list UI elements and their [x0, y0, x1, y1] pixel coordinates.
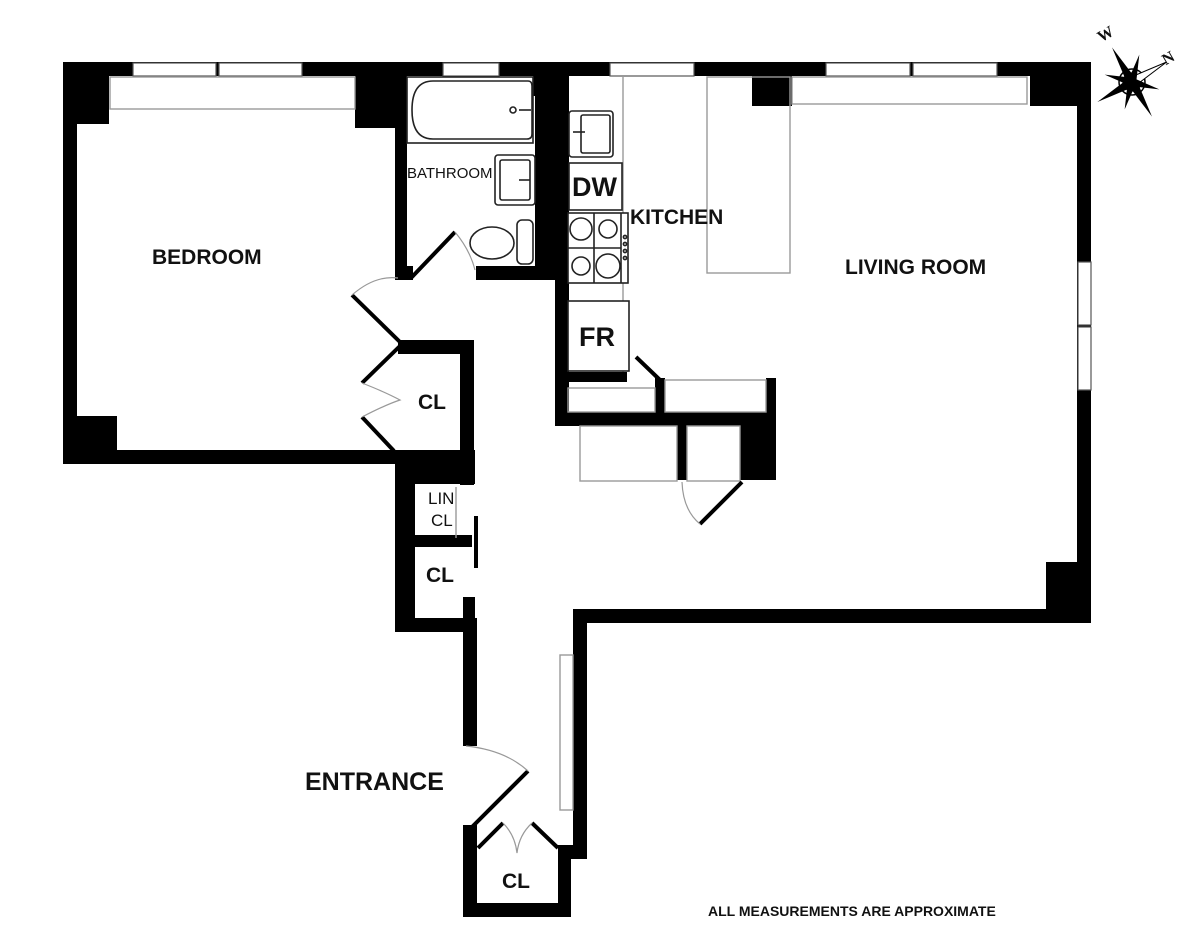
fridge — [567, 300, 630, 372]
room-label-bedroom-closet: CL — [418, 391, 446, 414]
dishwasher — [568, 162, 623, 211]
exterior-walls — [63, 62, 1091, 917]
measurements-note: ALL MEASUREMENTS ARE APPROXIMATE — [708, 903, 996, 919]
room-label-bedroom: BEDROOM — [152, 246, 262, 269]
windows — [132, 62, 1092, 391]
room-label-hall-closet: CL — [426, 564, 454, 587]
built-ins — [109, 76, 1028, 811]
doors — [350, 230, 744, 854]
kitchen-sink-icon — [568, 110, 614, 158]
room-label-linen-closet-line2: CL — [431, 511, 453, 530]
room-label-linen-closet-line1: LIN — [428, 489, 455, 508]
room-label-living-room: LIVING ROOM — [845, 256, 987, 279]
toilet-icon — [469, 219, 534, 265]
appliance-label-dishwasher: DW — [572, 172, 617, 202]
room-label-entrance-closet: CL — [502, 870, 530, 893]
room-label-bathroom: BATHROOM — [407, 165, 493, 182]
stove-icon — [567, 212, 629, 284]
bathtub-icon — [406, 76, 534, 144]
appliance-label-fridge: FR — [579, 322, 615, 352]
bathroom-sink-icon — [494, 154, 536, 206]
room-label-kitchen: KITCHEN — [630, 206, 724, 229]
compass-rose-icon — [1097, 47, 1167, 117]
room-label-entrance: ENTRANCE — [305, 768, 444, 796]
